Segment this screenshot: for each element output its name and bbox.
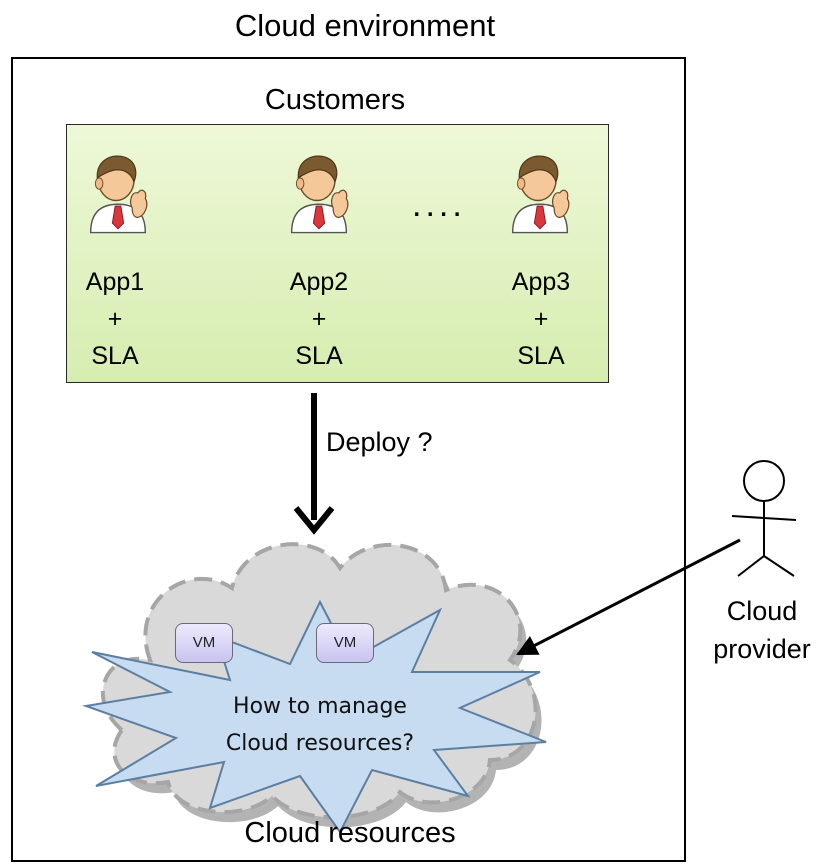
vm-box: VM (175, 623, 233, 663)
question-line-1: How to manage (233, 694, 407, 719)
cloud-environment-box (11, 57, 686, 862)
more-customers-ellipsis: .... (412, 186, 466, 224)
customer-icon (89, 155, 148, 234)
cloud-provider-label: Cloud provider (713, 596, 811, 664)
app3-label: App3 + SLA (511, 268, 571, 370)
question-burst (82, 599, 547, 834)
diagram-title: Cloud environment (234, 8, 496, 43)
customers-title: Customers (264, 84, 406, 116)
question-line-2: Cloud resources? (225, 731, 415, 756)
question-text: How to manage Cloud resources? (180, 688, 460, 762)
app1-label: App1 + SLA (85, 268, 145, 370)
cloud-resources-label: Cloud resources (244, 817, 456, 849)
app2-label: App2 + SLA (289, 268, 349, 370)
customers-box (66, 124, 609, 383)
customer-icon (511, 155, 570, 234)
deploy-label: Deploy ? (326, 427, 433, 457)
provider-arrow (516, 538, 741, 656)
customer-icon (290, 155, 349, 234)
vm-box: VM (316, 623, 374, 663)
cloud-provider-stick-figure (731, 460, 797, 577)
deploy-arrow (293, 393, 335, 535)
